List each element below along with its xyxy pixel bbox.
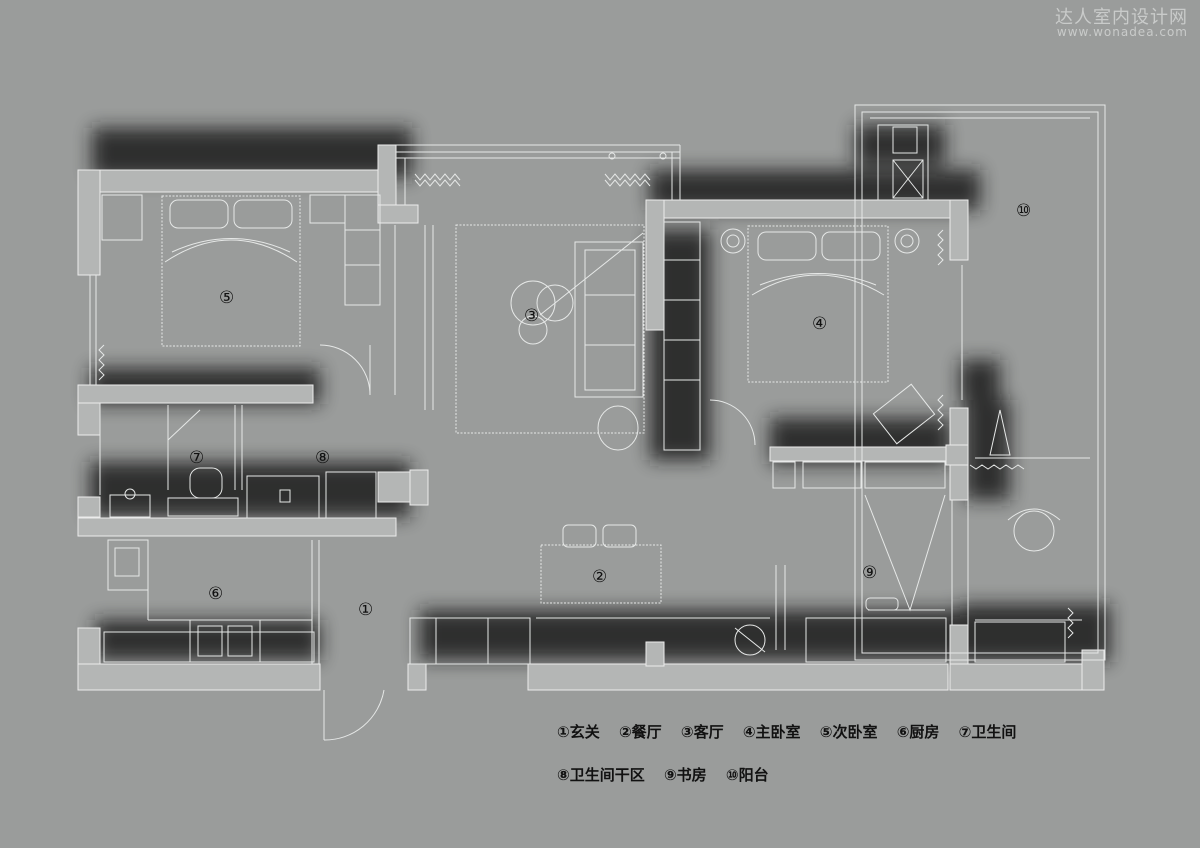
room-label-10: ⑩ <box>1016 201 1031 221</box>
room-label-8: ⑧ <box>315 448 330 468</box>
legend-item: ⑦卫生间 <box>958 723 1017 741</box>
room-labels: ① ② ③ ④ ⑤ ⑥ ⑦ ⑧ ⑨ ⑩ <box>189 201 1031 620</box>
legend-item: ①玄关 <box>557 723 600 741</box>
walls <box>77 144 1105 691</box>
legend-item: ③客厅 <box>680 723 724 741</box>
legend-item: ⑤次卧室 <box>819 723 878 741</box>
room-label-6: ⑥ <box>208 584 223 604</box>
room-label-2: ② <box>592 567 607 587</box>
room-label-5: ⑤ <box>219 288 234 308</box>
plan-linework <box>89 104 1106 741</box>
room-label-4: ④ <box>812 314 827 334</box>
legend-row-1: ①玄关 ②餐厅 ③客厅 ④主卧室 ⑤次卧室 ⑥厨房 ⑦卫生间 <box>557 721 1030 742</box>
legend-row-2: ⑧卫生间干区 ⑨书房 ⑩阳台 <box>557 764 783 785</box>
room-label-1: ① <box>358 600 373 620</box>
watermark-url: www.wonadea.com <box>1056 25 1188 39</box>
legend-item: ⑨书房 <box>663 766 707 784</box>
watermark-title: 达人室内设计网 <box>1055 7 1188 28</box>
legend-item: ④主卧室 <box>742 723 801 741</box>
legend-item: ⑥厨房 <box>896 723 940 741</box>
room-label-7: ⑦ <box>189 448 204 468</box>
room-label-9: ⑨ <box>862 563 877 583</box>
room-label-3: ③ <box>524 306 539 326</box>
legend-item: ⑩阳台 <box>725 766 769 784</box>
legend-item: ②餐厅 <box>618 723 662 741</box>
legend-item: ⑧卫生间干区 <box>557 766 645 784</box>
